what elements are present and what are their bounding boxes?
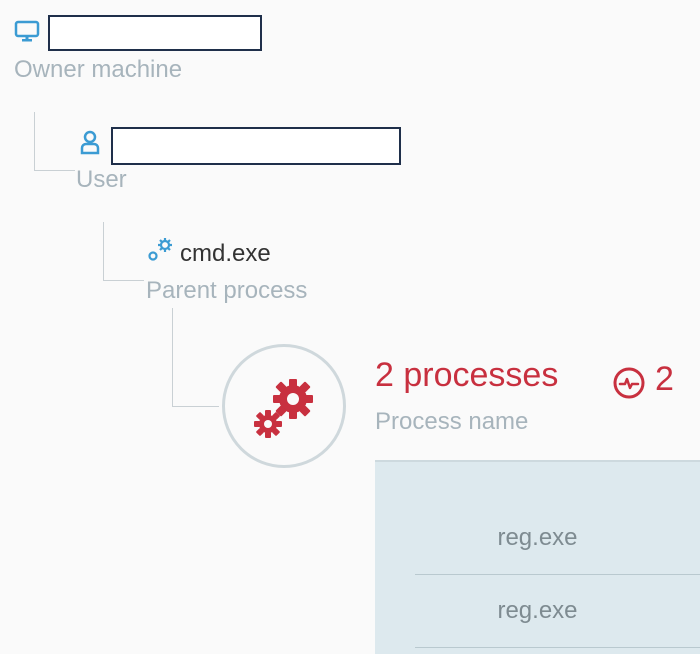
user-icon	[79, 130, 101, 161]
process-list-panel: reg.exe reg.exe	[375, 460, 700, 654]
process-node-circle[interactable]	[222, 344, 346, 468]
gears-icon	[247, 369, 323, 450]
activity-icon	[612, 366, 646, 405]
parent-process-name[interactable]: cmd.exe	[180, 240, 271, 267]
process-name-label: Process name	[375, 408, 529, 435]
process-item-name: reg.exe	[497, 597, 578, 624]
connector-owner-user	[34, 112, 75, 171]
activity-count: 2	[655, 360, 674, 398]
process-item-name: reg.exe	[497, 524, 578, 551]
process-count-title[interactable]: 2 processes	[375, 356, 559, 394]
list-item[interactable]: reg.exe	[415, 502, 700, 575]
monitor-icon	[14, 20, 40, 49]
owner-machine-label: Owner machine	[14, 56, 183, 83]
user-label: User	[76, 166, 127, 193]
user-name-redacted	[111, 127, 401, 165]
connector-user-parent	[103, 222, 144, 281]
parent-process-label: Parent process	[146, 277, 308, 304]
gears-icon	[146, 236, 174, 269]
owner-machine-name-redacted	[48, 15, 262, 51]
connector-parent-process	[172, 308, 219, 407]
list-item[interactable]: reg.exe	[415, 575, 700, 648]
